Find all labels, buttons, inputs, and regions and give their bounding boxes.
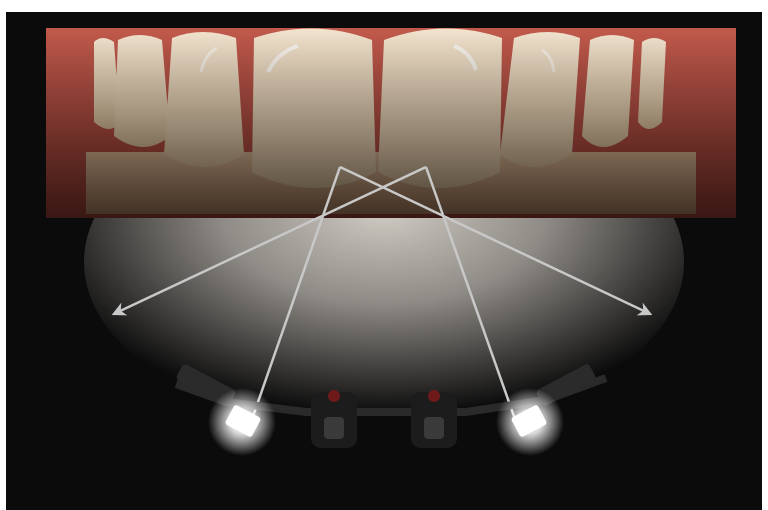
smile-photo: [46, 28, 736, 218]
dental-flash-photo: [6, 12, 762, 510]
